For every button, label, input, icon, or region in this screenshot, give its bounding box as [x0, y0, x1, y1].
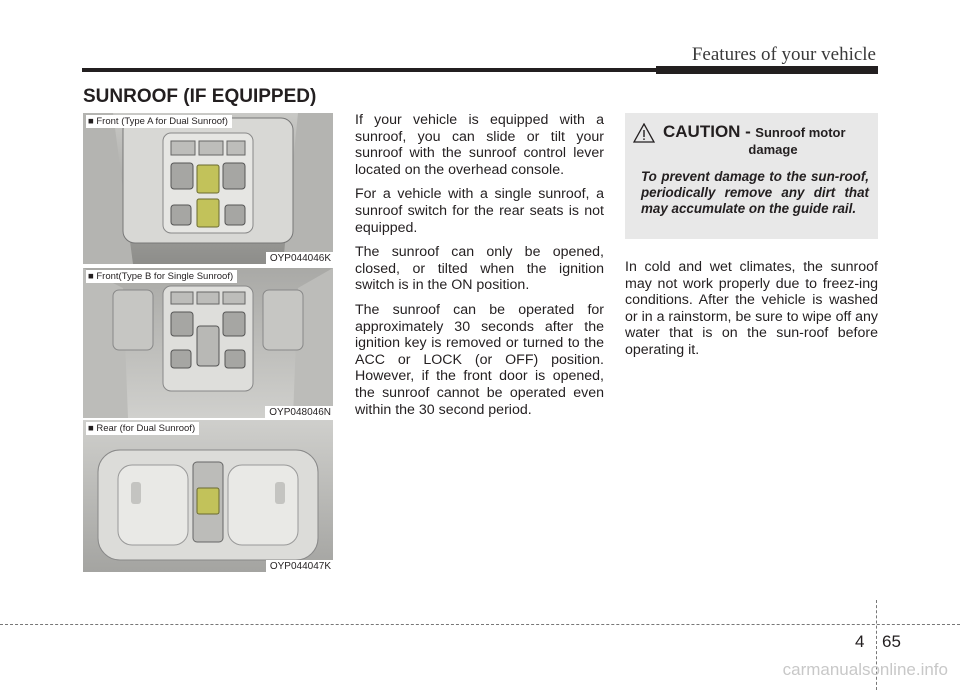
figure-front-type-b: ■ Front(Type B for Single Sunroof) OYP04…	[83, 268, 333, 418]
figure-code: OYP044047K	[265, 560, 333, 572]
figure-front-type-a: ■ Front (Type A for Dual Sunroof) OYP044…	[83, 113, 333, 264]
watermark: carmanualsonline.info	[782, 660, 948, 679]
footer-divider	[876, 600, 877, 690]
warning-triangle-icon	[633, 123, 655, 143]
body-paragraph: If your vehicle is equipped with a sunro…	[355, 112, 604, 178]
header-rule	[82, 68, 878, 72]
body-paragraph: The sunroof can only be opened, closed, …	[355, 244, 604, 294]
figure-code: OYP048046N	[265, 406, 333, 418]
figure-code: OYP044046K	[265, 252, 333, 264]
caution-word: CAUTION -	[663, 122, 751, 141]
chapter-number: 4	[855, 632, 865, 651]
caution-box: CAUTION - Sunroof motor damage To preven…	[625, 113, 878, 239]
figure-caption: ■ Rear (for Dual Sunroof)	[86, 422, 200, 435]
figure-rear: ■ Rear (for Dual Sunroof) OYP044047K	[83, 420, 333, 572]
body-text: If your vehicle is equipped with a sunro…	[355, 112, 604, 426]
overhead-console-image	[83, 113, 333, 264]
caution-subject-line2: damage	[748, 142, 798, 157]
header-title: Features of your vehicle	[691, 44, 876, 65]
page-number: 65	[882, 632, 901, 651]
section-title: SUNROOF (IF EQUIPPED)	[83, 86, 317, 107]
right-paragraph: In cold and wet climates, the sunroof ma…	[625, 259, 878, 358]
caution-heading: CAUTION - Sunroof motor damage	[663, 122, 873, 157]
rear-console-image	[83, 420, 333, 572]
footer-rule	[0, 624, 960, 625]
caution-subject: Sunroof motor	[755, 125, 846, 140]
header-rule-accent	[656, 66, 878, 74]
body-paragraph: The sunroof can be operated for approxim…	[355, 301, 604, 418]
caution-text: To prevent damage to the sun-roof, perio…	[641, 169, 869, 216]
figure-caption: ■ Front (Type A for Dual Sunroof)	[86, 115, 232, 128]
body-paragraph: For a vehicle with a single sunroof, a s…	[355, 186, 604, 236]
figure-caption: ■ Front(Type B for Single Sunroof)	[86, 270, 238, 283]
overhead-console-image	[83, 268, 333, 418]
